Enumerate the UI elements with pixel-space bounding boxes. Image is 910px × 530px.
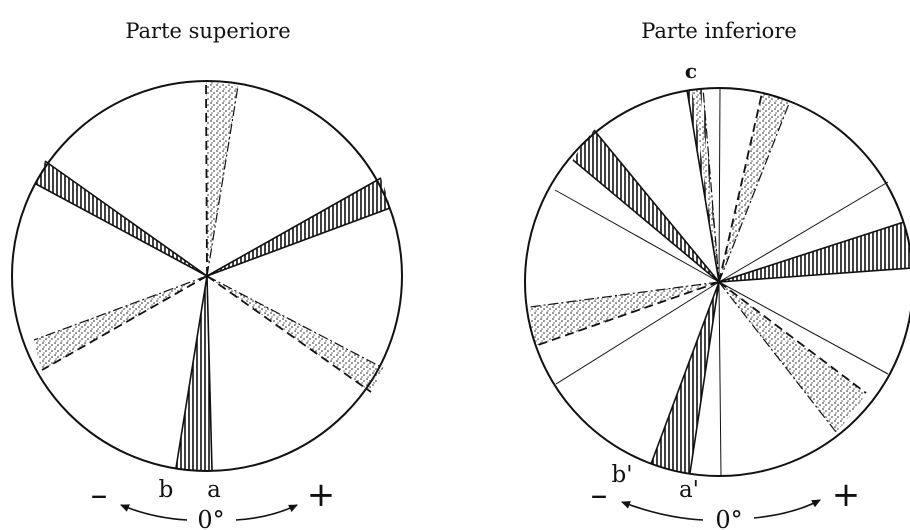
minus-sign: – xyxy=(591,475,608,515)
label-b: b xyxy=(159,477,174,503)
label-c: c xyxy=(685,59,697,83)
arrow-positive xyxy=(235,504,298,521)
solid-line xyxy=(35,183,208,277)
thin-line xyxy=(718,181,889,283)
dashed-line xyxy=(205,81,208,277)
pie-circle xyxy=(11,80,403,472)
label-a-prime: a' xyxy=(679,477,699,503)
sector-dotted-lower-left xyxy=(34,276,207,370)
dashdot-line xyxy=(529,281,720,308)
sector-dotted-lower-right xyxy=(207,276,383,392)
solid-line xyxy=(44,160,208,277)
pie-circle xyxy=(524,87,910,477)
dashdot-line xyxy=(206,85,239,277)
label-a: a xyxy=(207,477,221,503)
diagram-title: Parte inferiore xyxy=(641,19,797,43)
thin-line xyxy=(718,87,721,283)
dashdot-line xyxy=(718,281,837,433)
dashed-line xyxy=(718,281,867,394)
dashdot-line xyxy=(33,275,208,341)
sector-dotted-top xyxy=(692,89,719,282)
arrow-negative xyxy=(621,501,704,521)
dashed-line xyxy=(206,275,372,393)
line-a-prime xyxy=(689,281,720,474)
arrow-negative xyxy=(120,504,188,521)
sector-lines xyxy=(33,81,391,471)
diagram-parte-superiore: Parte superiore xyxy=(11,19,403,530)
line-b xyxy=(175,275,208,469)
sector-dotted-upper-right xyxy=(719,93,790,282)
dashed-line xyxy=(718,92,763,283)
thin-line xyxy=(718,281,722,477)
line-b-prime xyxy=(650,281,720,465)
sector-hatched-upper-right xyxy=(207,178,390,276)
solid-line xyxy=(718,221,905,283)
dashed-line xyxy=(534,281,720,347)
sector-dotted-top xyxy=(206,82,238,276)
solid-line xyxy=(718,267,910,283)
thin-line xyxy=(718,281,889,375)
label-b-prime: b' xyxy=(611,462,632,488)
sector-hatched-upper-left xyxy=(573,130,719,282)
line-a xyxy=(206,275,213,471)
sector-hatched-bottom xyxy=(176,276,212,471)
dashdot-line xyxy=(206,275,384,369)
solid-line xyxy=(572,159,720,283)
sector-lines xyxy=(529,87,910,477)
thin-line xyxy=(554,189,720,283)
dashed-line xyxy=(41,275,208,371)
zero-degree-label: 0° xyxy=(197,506,224,530)
sector-hatched-upper-left xyxy=(36,161,207,276)
sector-dotted-lower-right xyxy=(719,282,866,432)
solid-line xyxy=(206,177,382,277)
plus-sign: + xyxy=(307,475,336,515)
dashdot-line xyxy=(718,100,791,283)
solid-line xyxy=(686,89,720,283)
minus-sign: – xyxy=(91,475,108,515)
arrow-positive xyxy=(753,499,821,519)
solid-line xyxy=(593,129,720,283)
plus-sign: + xyxy=(832,475,861,515)
diagram-parte-inferiore: Parte inferiore xyxy=(524,19,910,530)
thin-line xyxy=(555,281,720,385)
zero-degree-label: 0° xyxy=(715,506,742,530)
diagram-title: Parte superiore xyxy=(125,19,290,43)
dashdot-line xyxy=(702,87,720,283)
pie-sectors xyxy=(34,82,390,471)
solid-line xyxy=(206,207,391,277)
